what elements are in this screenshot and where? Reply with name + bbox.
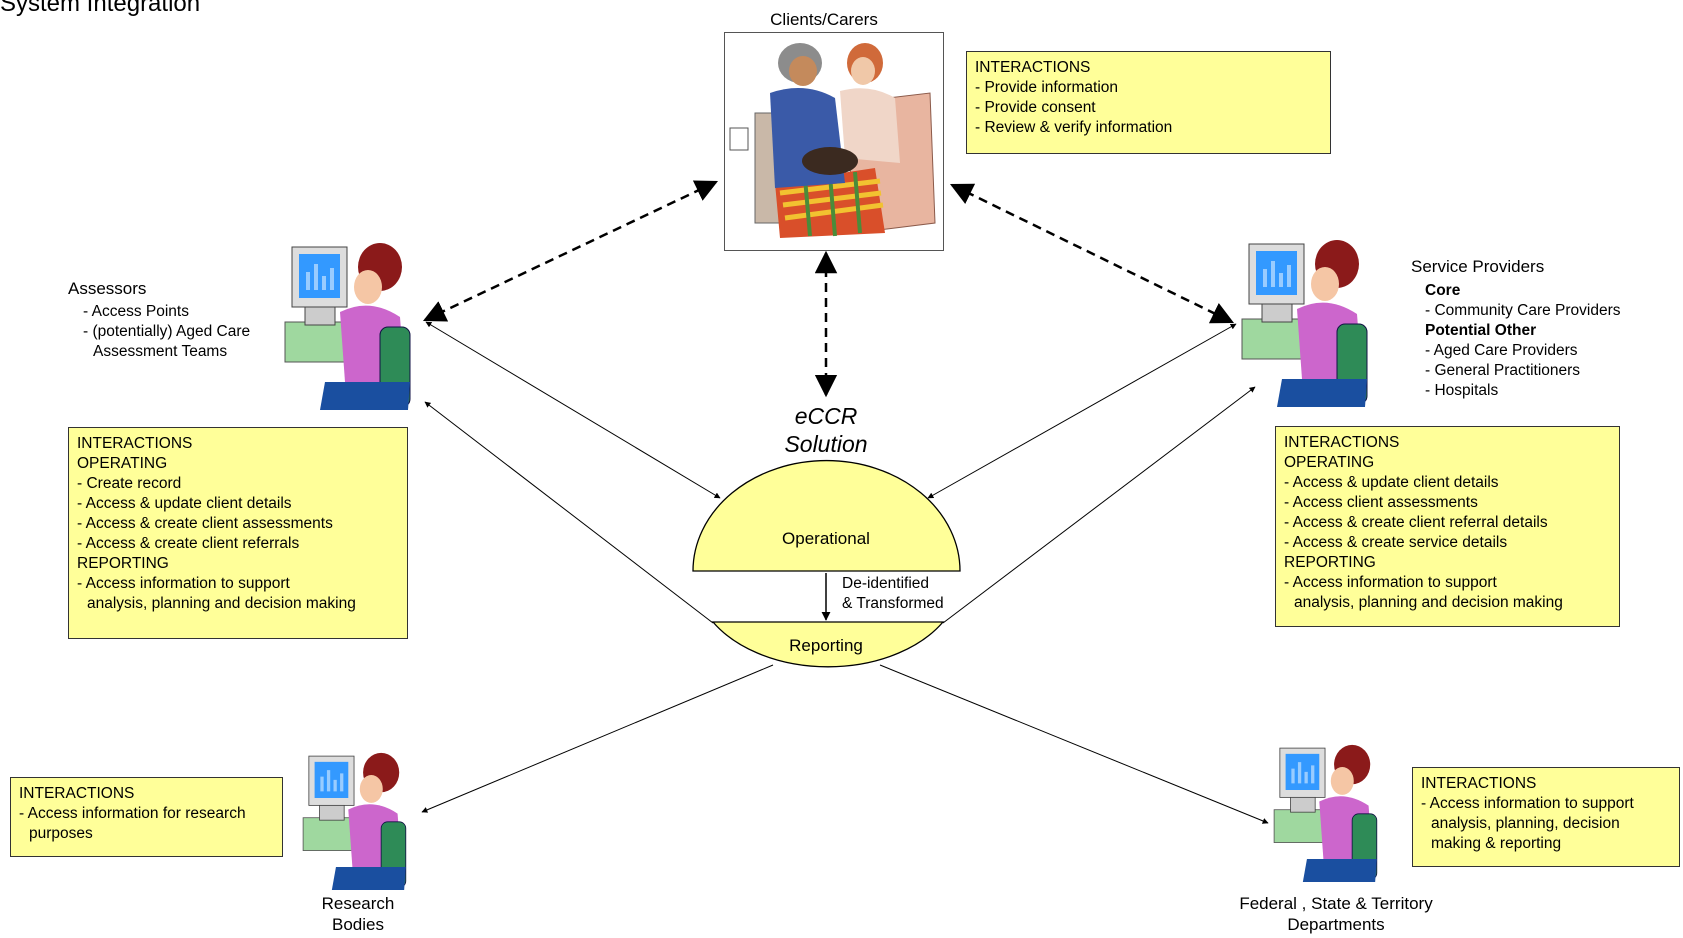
providers-operating-item: - Access client assessments [1284, 494, 1478, 511]
arrow-reporting-departments [879, 664, 1269, 824]
assessors-sub-item: - Access Points [83, 303, 189, 320]
providers-reporting-item: analysis, planning and decision making [1294, 594, 1563, 611]
arrow-reporting-assessors [424, 401, 714, 624]
departments-label: Federal , State & Territory Departments [1186, 893, 1486, 935]
providers-reporting-item: - Access information to support [1284, 574, 1497, 591]
clients-interaction-item: - Provide consent [975, 99, 1096, 116]
departments-interactions-heading: INTERACTIONS [1421, 775, 1537, 792]
providers-sub-list: Core - Community Care Providers Potentia… [1425, 281, 1621, 401]
departments-interaction-item: - Access information to support [1421, 795, 1634, 812]
providers-potential-item: - Hospitals [1425, 382, 1499, 399]
departments-interactions-box: INTERACTIONS - Access information to sup… [1412, 767, 1680, 867]
arrow-eccr-assessors [425, 321, 721, 499]
research-interaction-item: - Access information for research [19, 805, 246, 822]
assessors-operating-item: - Access & create client assessments [77, 515, 333, 532]
assessors-interactions-box: INTERACTIONS OPERATING - Create record -… [68, 427, 408, 639]
providers-interactions-heading: INTERACTIONS [1284, 434, 1400, 451]
assessors-sub-item: - (potentially) Aged Care [83, 323, 251, 340]
assessors-operating-item: - Access & create client referrals [77, 535, 300, 552]
providers-core-item: - Community Care Providers [1425, 302, 1621, 319]
research-interactions-heading: INTERACTIONS [19, 785, 135, 802]
clients-label: Clients/Carers [770, 10, 878, 29]
assessors-interactions-heading: INTERACTIONS [77, 435, 193, 452]
arrow-eccr-providers [927, 323, 1237, 499]
providers-potential-heading: Potential Other [1425, 322, 1537, 339]
research-person-icon [299, 752, 414, 890]
assessors-reporting-heading: REPORTING [77, 555, 169, 572]
research-label: Research Bodies [298, 893, 418, 935]
clients-interactions-heading: INTERACTIONS [975, 59, 1091, 76]
providers-person-icon [1237, 236, 1377, 410]
person-at-computer-icon [302, 752, 407, 890]
transform-line1: De-identified [842, 575, 930, 592]
assessors-sub-item: Assessment Teams [93, 343, 228, 360]
arrow-reporting-providers [942, 386, 1256, 624]
reporting-label: Reporting [789, 636, 863, 655]
providers-reporting-heading: REPORTING [1284, 554, 1376, 571]
assessors-label: Assessors [68, 279, 147, 298]
assessors-operating-item: - Create record [77, 475, 182, 492]
providers-operating-item: - Access & create service details [1284, 534, 1508, 551]
assessors-reporting-item: analysis, planning and decision making [87, 595, 356, 612]
research-label-line1: Research [321, 894, 395, 913]
departments-person-icon [1270, 744, 1385, 882]
person-at-computer-icon [1241, 240, 1368, 407]
providers-operating-item: - Access & update client details [1284, 474, 1499, 491]
person-at-computer-icon [284, 243, 411, 410]
transform-line2: & Transformed [842, 595, 944, 612]
assessors-reporting-item: - Access information to support [77, 575, 290, 592]
clients-interactions-box: INTERACTIONS - Provide information - Pro… [966, 51, 1331, 154]
departments-interaction-item: making & reporting [1431, 835, 1562, 852]
providers-operating-item: - Access & create client referral detail… [1284, 514, 1548, 531]
research-label-line2: Bodies [332, 915, 384, 934]
clients-carers-photo [724, 32, 944, 251]
person-at-computer-icon [1273, 744, 1378, 882]
assessors-sub-list: - Access Points - (potentially) Aged Car… [83, 302, 250, 362]
research-interaction-item: purposes [29, 825, 93, 842]
dashed-arrow-clients-assessors [422, 180, 719, 322]
providers-potential-item: - Aged Care Providers [1425, 342, 1578, 359]
assessors-operating-item: - Access & update client details [77, 495, 292, 512]
providers-potential-item: - General Practitioners [1425, 362, 1581, 379]
providers-core-heading: Core [1425, 282, 1461, 299]
clients-carers-illustration [725, 33, 943, 250]
eccr-title-line1: eCCR [794, 403, 858, 429]
research-interactions-box: INTERACTIONS - Access information for re… [10, 777, 283, 857]
operational-label: Operational [782, 529, 870, 548]
dashed-arrow-clients-providers [949, 183, 1235, 324]
eccr-title: eCCR Solution [756, 402, 896, 458]
departments-label-line2: Departments [1287, 915, 1385, 934]
providers-interactions-box: INTERACTIONS OPERATING - Access & update… [1275, 426, 1620, 627]
arrow-reporting-research [421, 664, 774, 813]
transform-label: De-identified & Transformed [842, 574, 944, 614]
assessors-operating-heading: OPERATING [77, 455, 168, 472]
eccr-title-line2: Solution [784, 431, 868, 457]
providers-label: Service Providers [1411, 257, 1545, 276]
clients-interaction-item: - Review & verify information [975, 119, 1173, 136]
clients-interaction-item: - Provide information [975, 79, 1119, 96]
page-title: System Integration [0, 0, 201, 17]
departments-label-line1: Federal , State & Territory [1239, 894, 1433, 913]
assessors-person-icon [280, 242, 420, 410]
departments-interaction-item: analysis, planning, decision [1431, 815, 1620, 832]
providers-operating-heading: OPERATING [1284, 454, 1375, 471]
